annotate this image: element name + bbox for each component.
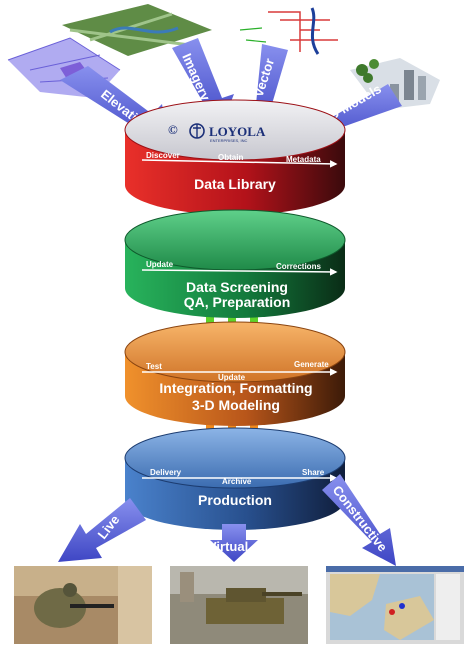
step-share: Share <box>302 468 325 477</box>
constructive-image <box>326 566 464 644</box>
step-test: Test <box>146 362 162 371</box>
step-update: Update <box>218 373 246 382</box>
stage-integration: Test Update Generate Integration, Format… <box>124 321 346 426</box>
step-delivery: Delivery <box>150 468 182 477</box>
loyola-logo: © LOYOLA ENTERPRISES, INC <box>168 122 266 143</box>
step-corrections: Corrections <box>276 262 321 271</box>
stage-title-line-2: 3-D Modeling <box>192 397 280 413</box>
step-metadata: Metadata <box>286 155 321 164</box>
stage-production: Delivery Archive Share Production <box>124 427 346 530</box>
virtual-arrow: Virtual <box>208 524 258 562</box>
stage-data-library: © LOYOLA ENTERPRISES, INC Discover Obtai… <box>124 99 346 215</box>
constructive-label: Constructive <box>330 483 391 555</box>
step-generate: Generate <box>294 360 329 369</box>
live-arrow: Live <box>58 498 146 562</box>
stage-data-screening: Update Corrections Data Screening QA, Pr… <box>124 209 346 318</box>
process-arrow <box>141 268 338 276</box>
constructive-arrow: Constructive <box>322 474 396 566</box>
stage-title-line-1: Integration, Formatting <box>159 380 312 396</box>
step-discover: Discover <box>146 151 180 160</box>
stage-title-line-2: QA, Preparation <box>184 294 291 310</box>
step-update: Update <box>146 260 174 269</box>
imagery-image <box>62 4 212 56</box>
stage-title-line-1: Data Screening <box>186 279 288 295</box>
virtual-label: Virtual <box>208 539 248 554</box>
logo-name: LOYOLA <box>209 124 266 139</box>
logo-subtitle: ENTERPRISES, INC <box>210 138 247 143</box>
step-archive: Archive <box>222 477 252 486</box>
logo-copyright: © <box>168 122 178 137</box>
stage-title: Data Library <box>194 176 276 192</box>
virtual-image <box>170 566 308 644</box>
vector-image <box>232 6 344 58</box>
step-obtain: Obtain <box>218 153 243 162</box>
live-image <box>14 566 152 644</box>
process-arrow <box>141 159 338 168</box>
stage-title: Production <box>198 492 272 508</box>
